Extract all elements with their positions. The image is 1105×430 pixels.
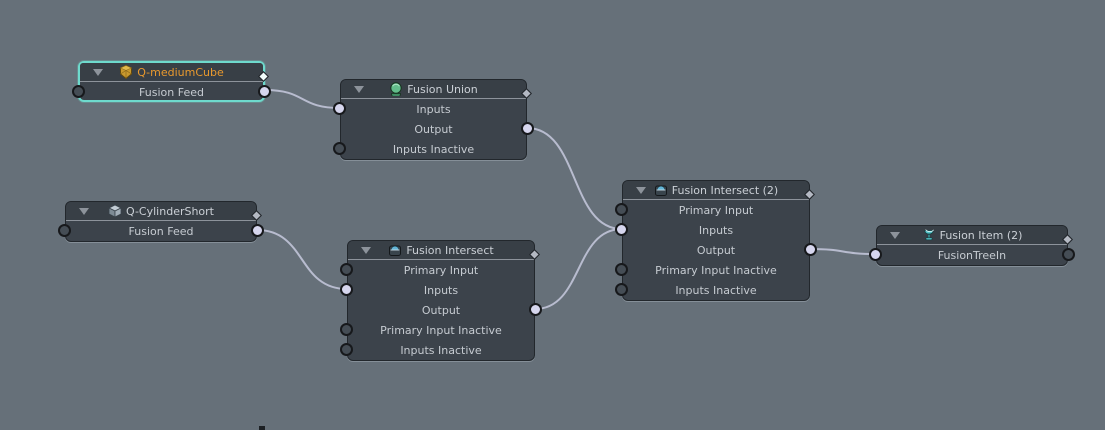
port-label: Inputs Inactive bbox=[392, 142, 475, 156]
header-diamond-connector[interactable] bbox=[250, 206, 263, 222]
graph-node-fusion-item-2[interactable]: Fusion Item (2) FusionTreeIn bbox=[869, 225, 1075, 266]
node-port-row: Primary Input Inactive bbox=[348, 320, 534, 340]
left-port-connected[interactable] bbox=[340, 283, 353, 296]
gold-cube-icon bbox=[119, 65, 133, 79]
connection-wire[interactable] bbox=[809, 248, 877, 255]
intersect-pot-icon bbox=[654, 183, 668, 197]
right-port-empty[interactable] bbox=[1062, 248, 1075, 261]
node-port-row: Primary Input bbox=[623, 200, 809, 220]
connection-wire[interactable] bbox=[526, 127, 623, 230]
left-port-connected[interactable] bbox=[333, 102, 346, 115]
header-diamond-connector[interactable] bbox=[528, 245, 541, 261]
item-goblet-icon bbox=[922, 228, 936, 242]
left-port-empty[interactable] bbox=[340, 343, 353, 356]
node-header[interactable]: Fusion Union bbox=[341, 80, 533, 100]
left-port-empty[interactable] bbox=[333, 142, 346, 155]
port-label: Primary Input Inactive bbox=[655, 263, 777, 277]
left-port-empty[interactable] bbox=[58, 224, 71, 237]
port-label: Output bbox=[414, 122, 453, 136]
node-port-row: Inputs Inactive bbox=[623, 280, 809, 300]
collapse-triangle-icon[interactable] bbox=[93, 69, 103, 76]
union-sphere-icon bbox=[389, 82, 403, 96]
node-title: Q-mediumCube bbox=[137, 65, 224, 79]
header-diamond-connector[interactable] bbox=[520, 84, 533, 100]
port-label: Primary Input Inactive bbox=[380, 323, 502, 337]
port-label: FusionTreeIn bbox=[937, 248, 1007, 262]
collapse-triangle-icon[interactable] bbox=[890, 232, 900, 239]
connection-wire[interactable] bbox=[534, 228, 623, 310]
node-title: Fusion Intersect bbox=[406, 243, 494, 257]
node-port-row: Inputs bbox=[623, 220, 809, 240]
left-port-empty[interactable] bbox=[340, 323, 353, 336]
node-header[interactable]: Fusion Item (2) bbox=[877, 226, 1074, 246]
left-port-empty[interactable] bbox=[615, 263, 628, 276]
collapse-triangle-icon[interactable] bbox=[354, 86, 364, 93]
port-label: Inputs bbox=[416, 102, 451, 116]
node-port-row: Output bbox=[623, 240, 809, 260]
port-label: Inputs bbox=[698, 223, 734, 237]
left-port-empty[interactable] bbox=[615, 203, 628, 216]
collapse-triangle-icon[interactable] bbox=[79, 208, 89, 215]
port-label: Inputs bbox=[423, 283, 459, 297]
node-port-row: Fusion Feed bbox=[80, 82, 263, 102]
intersect-pot-icon bbox=[388, 243, 402, 257]
node-title: Fusion Item (2) bbox=[939, 228, 1023, 242]
node-title: Fusion Union bbox=[407, 82, 478, 96]
node-port-row: Inputs bbox=[341, 99, 526, 119]
node-port-row: FusionTreeIn bbox=[877, 245, 1067, 265]
header-diamond-connector[interactable] bbox=[257, 67, 270, 83]
header-diamond-connector[interactable] bbox=[803, 185, 816, 201]
node-port-row: Inputs Inactive bbox=[348, 340, 534, 360]
port-label: Inputs Inactive bbox=[675, 283, 757, 297]
offscreen-node-fragment bbox=[259, 426, 265, 430]
port-label: Output bbox=[696, 243, 736, 257]
left-port-empty[interactable] bbox=[615, 283, 628, 296]
node-port-row: Output bbox=[348, 300, 534, 320]
port-label: Inputs Inactive bbox=[400, 343, 482, 357]
collapse-triangle-icon[interactable] bbox=[361, 247, 371, 254]
right-port-connected[interactable] bbox=[804, 243, 817, 256]
collapse-triangle-icon[interactable] bbox=[636, 187, 646, 194]
node-title: Q-CylinderShort bbox=[126, 204, 214, 218]
connection-wire[interactable] bbox=[256, 229, 348, 290]
port-label: Fusion Feed bbox=[139, 85, 204, 99]
node-port-row: Primary Input bbox=[348, 260, 534, 280]
node-port-row: Output bbox=[341, 119, 526, 139]
left-port-empty[interactable] bbox=[72, 85, 85, 98]
left-port-connected[interactable] bbox=[869, 248, 882, 261]
port-label: Primary Input bbox=[678, 203, 754, 217]
node-title: Fusion Intersect (2) bbox=[671, 183, 779, 197]
node-port-row: Inputs bbox=[348, 280, 534, 300]
right-port-connected[interactable] bbox=[258, 85, 271, 98]
header-diamond-connector[interactable] bbox=[1061, 230, 1074, 246]
right-port-connected[interactable] bbox=[251, 224, 264, 237]
left-port-connected[interactable] bbox=[615, 223, 628, 236]
node-header[interactable]: Fusion Intersect (2) bbox=[623, 181, 816, 201]
connection-wire[interactable] bbox=[264, 89, 341, 109]
node-header[interactable]: Q-CylinderShort bbox=[66, 202, 263, 222]
right-port-connected[interactable] bbox=[521, 122, 534, 135]
port-label: Primary Input bbox=[403, 263, 479, 277]
right-port-connected[interactable] bbox=[529, 303, 542, 316]
gray-cube-icon bbox=[108, 204, 122, 218]
port-label: Fusion Feed bbox=[128, 224, 194, 238]
node-port-row: Primary Input Inactive bbox=[623, 260, 809, 280]
node-header[interactable]: Fusion Intersect bbox=[348, 241, 541, 261]
left-port-empty[interactable] bbox=[340, 263, 353, 276]
port-label: Output bbox=[421, 303, 461, 317]
node-header[interactable]: Q-mediumCube bbox=[80, 63, 270, 83]
node-port-row: Inputs Inactive bbox=[341, 139, 526, 159]
node-port-row: Fusion Feed bbox=[66, 221, 256, 241]
